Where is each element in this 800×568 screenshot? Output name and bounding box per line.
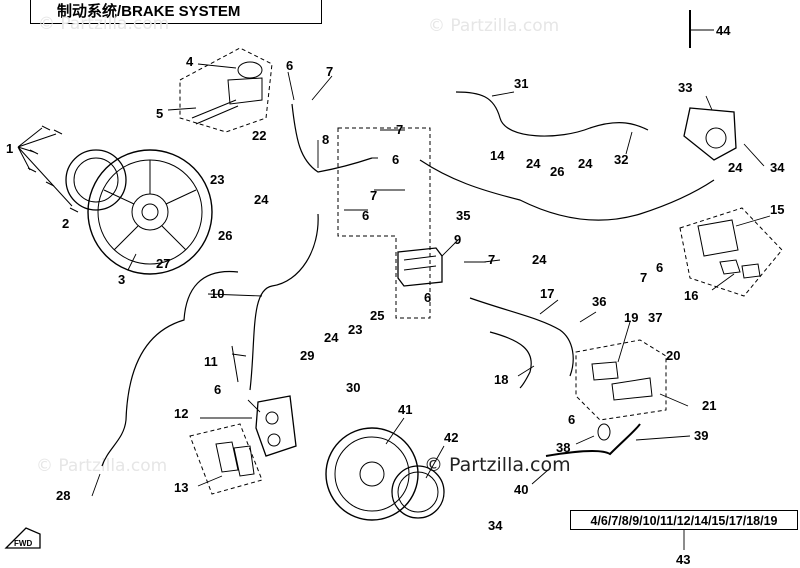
callout-5: 5	[156, 106, 163, 121]
watermark: © Partzilla.com	[36, 456, 168, 476]
callout-43: 43	[676, 552, 690, 567]
callout-13: 13	[174, 480, 188, 495]
callout-22: 22	[252, 128, 266, 143]
callout-24c: 24	[526, 156, 541, 171]
callout-24b: 24	[324, 330, 339, 345]
rear-brake-hose-18	[489, 331, 532, 389]
watermark-center: © Partzilla.com	[424, 454, 571, 476]
callout-7e: 7	[640, 270, 647, 285]
forward-arrow-icon	[4, 527, 41, 549]
callout-38: 38	[556, 440, 570, 455]
front-caliper	[255, 395, 297, 457]
callout-6c: 6	[362, 208, 369, 223]
wheel-speed-sensor-cable	[101, 270, 239, 467]
callout-23b: 23	[348, 322, 362, 337]
watermark: © Partzilla.com	[428, 16, 560, 36]
callout-40: 40	[514, 482, 528, 497]
callout-3: 3	[118, 272, 125, 287]
callout-36: 36	[592, 294, 606, 309]
front-brake-pads	[215, 441, 255, 477]
abs-tone-ring	[391, 465, 445, 519]
front-pads-group	[189, 423, 263, 495]
callout-6f: 6	[214, 382, 221, 397]
callout-32: 32	[614, 152, 628, 167]
callout-16: 16	[684, 288, 698, 303]
callout-7d: 7	[488, 252, 495, 267]
callout-6g: 6	[568, 412, 575, 427]
callout-6b: 6	[392, 152, 399, 167]
callout-44: 44	[716, 23, 731, 38]
front-master-cylinder-group	[179, 47, 273, 133]
bracket-dashed-box	[337, 127, 431, 319]
callout-18: 18	[494, 372, 508, 387]
callout-19: 19	[624, 310, 638, 325]
callout-24a: 24	[254, 192, 269, 207]
callout-30: 30	[346, 380, 360, 395]
rear-master-cylinder-group	[575, 339, 667, 421]
callout-24d: 24	[578, 156, 593, 171]
callout-8: 8	[322, 132, 329, 147]
callout-6d: 6	[424, 290, 431, 305]
callout-26a: 26	[218, 228, 232, 243]
callout-11: 11	[204, 354, 218, 369]
callout-21: 21	[702, 398, 716, 413]
callout-26b: 26	[550, 164, 564, 179]
callout-35: 35	[456, 208, 470, 223]
callout-27: 27	[156, 256, 170, 271]
callout-29: 29	[300, 348, 314, 363]
callout-34a: 34	[770, 160, 785, 175]
brake-pedal	[545, 423, 641, 457]
kit-label: 4/6/7/8/9/10/11/12/14/15/17/18/19	[570, 510, 798, 530]
rear-caliper-33	[683, 107, 737, 161]
callout-7c: 7	[370, 188, 377, 203]
callout-34b: 34	[488, 518, 503, 533]
callout-4: 4	[186, 54, 194, 69]
abs-module	[397, 247, 443, 287]
brake-hose-14	[419, 159, 715, 221]
callout-12: 12	[174, 406, 188, 421]
fwd-label: FWD	[14, 539, 32, 548]
callout-1: 1	[6, 141, 13, 156]
callout-7b: 7	[396, 122, 403, 137]
callout-6a: 6	[286, 58, 293, 73]
rotor-bolts	[17, 125, 79, 213]
watermark: © Partzilla.com	[38, 14, 170, 34]
fitting-11	[231, 345, 239, 383]
callout-15: 15	[770, 202, 784, 217]
pedal-bushing	[597, 423, 611, 441]
front-brake-hose-8	[291, 103, 373, 173]
abs-sensor-cable-31	[455, 91, 649, 137]
callout-17: 17	[540, 286, 554, 301]
callout-14: 14	[490, 148, 505, 163]
callout-24e: 24	[728, 160, 743, 175]
callout-10: 10	[210, 286, 224, 301]
callout-2: 2	[62, 216, 69, 231]
rear-brake-pads	[719, 259, 761, 279]
rear-brake-hose-17	[469, 297, 574, 377]
callout-37: 37	[648, 310, 662, 325]
callout-9: 9	[454, 232, 461, 247]
hub-ring	[65, 149, 127, 211]
callout-28: 28	[56, 488, 70, 503]
callout-7a: 7	[326, 64, 333, 79]
callout-6e: 6	[656, 260, 663, 275]
callout-25: 25	[370, 308, 384, 323]
brake-line-10	[249, 213, 319, 391]
front-brake-disc	[87, 149, 213, 275]
callout-42: 42	[444, 430, 458, 445]
page-title: 制动系统/BRAKE SYSTEM	[30, 0, 322, 24]
rear-master-cylinder	[591, 361, 653, 401]
callout-39: 39	[694, 428, 708, 443]
callout-41: 41	[398, 402, 412, 417]
callout-31: 31	[514, 76, 528, 91]
rear-caliper-group	[679, 207, 783, 297]
front-master-cylinder	[191, 61, 263, 125]
rear-caliper-15	[697, 219, 739, 257]
leader-lines	[91, 63, 771, 550]
callout-24f: 24	[532, 252, 547, 267]
callout-33: 33	[678, 80, 692, 95]
callout-20: 20	[666, 348, 680, 363]
callout-23a: 23	[210, 172, 224, 187]
